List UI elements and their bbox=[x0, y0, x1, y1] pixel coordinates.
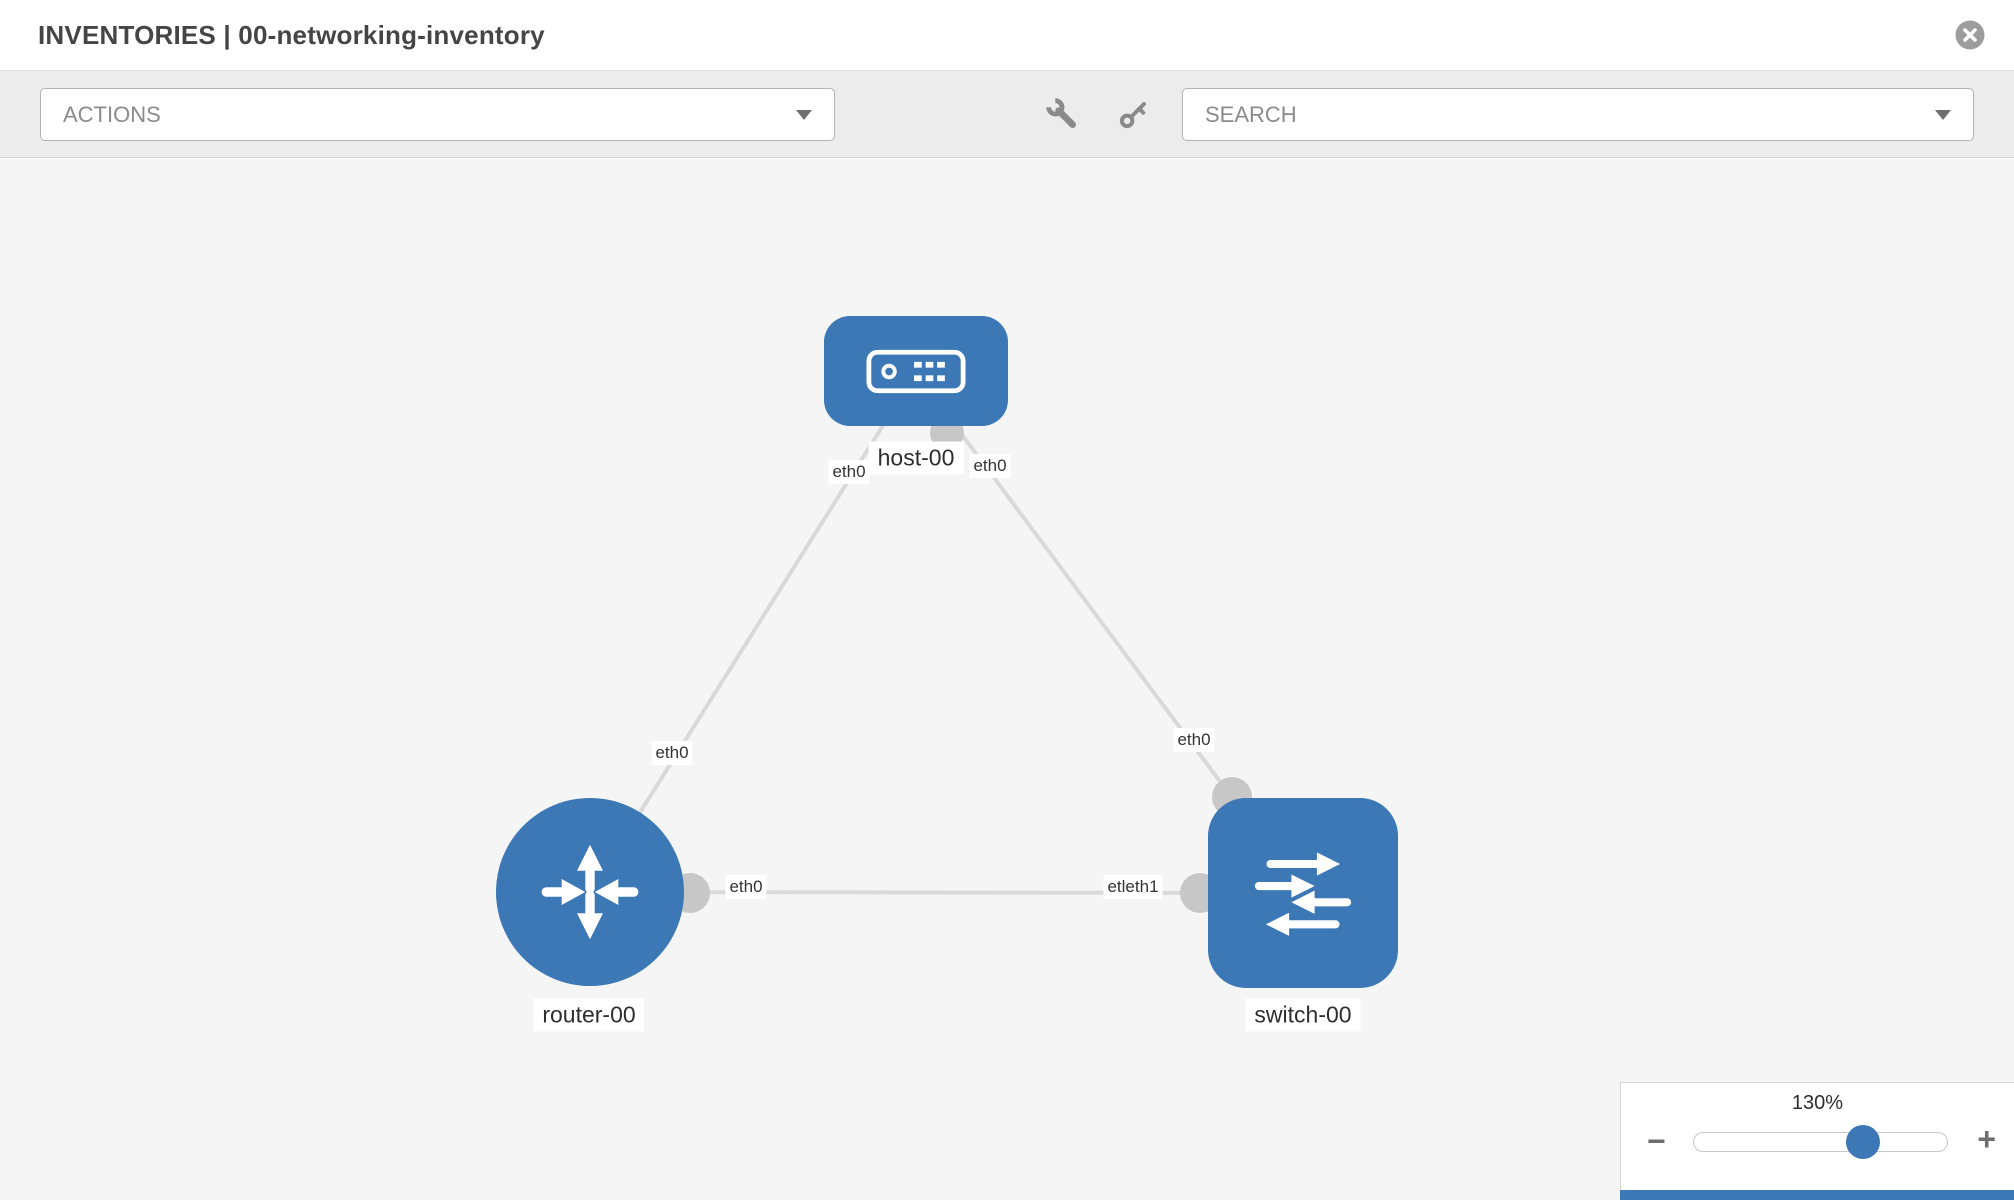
configure-tools-button[interactable] bbox=[1044, 96, 1080, 133]
topology-links bbox=[588, 371, 1305, 913]
zoom-level-text: 130% bbox=[1791, 1092, 1844, 1114]
iface-label-switch-eth0-up: eth0 bbox=[1173, 728, 1215, 752]
zoom-out-button[interactable]: − bbox=[1647, 1123, 1666, 1159]
zoom-slider-handle[interactable] bbox=[1846, 1125, 1880, 1159]
credentials-key-button[interactable] bbox=[1116, 97, 1152, 133]
actions-dropdown[interactable]: ACTIONS bbox=[40, 88, 835, 141]
iface-label-switch-eth1-side: etleth1 bbox=[1103, 875, 1163, 899]
actions-dropdown-label: ACTIONS bbox=[63, 101, 161, 127]
host-icon bbox=[866, 349, 966, 393]
close-icon bbox=[1955, 20, 1985, 50]
node-label-router: router-00 bbox=[533, 998, 645, 1032]
topology-canvas[interactable]: host-00 router-00 switch-00 eth0 eth0 et… bbox=[0, 159, 2014, 1200]
zoom-panel: 130% − + bbox=[1620, 1082, 2014, 1200]
page-title: INVENTORIES | 00-networking-inventory bbox=[38, 19, 545, 50]
header: INVENTORIES | 00-networking-inventory bbox=[0, 0, 2014, 70]
iface-label-router-eth0-side: eth0 bbox=[725, 875, 767, 899]
chevron-down-icon bbox=[1935, 109, 1951, 120]
switch-icon bbox=[1254, 852, 1352, 936]
iface-label-host-eth0-right: eth0 bbox=[969, 454, 1011, 478]
chevron-down-icon bbox=[796, 109, 812, 120]
iface-label-router-eth0-up: eth0 bbox=[651, 741, 693, 765]
node-router-00[interactable] bbox=[496, 798, 684, 986]
zoom-slider[interactable] bbox=[1693, 1125, 1948, 1159]
node-label-switch: switch-00 bbox=[1245, 998, 1361, 1032]
toolbar-tools bbox=[1044, 96, 1152, 133]
panel-bottom-edge bbox=[1620, 1190, 2014, 1200]
zoom-in-button[interactable]: + bbox=[1977, 1121, 1996, 1157]
search-dropdown[interactable]: SEARCH bbox=[1182, 88, 1974, 141]
node-switch-00[interactable] bbox=[1208, 798, 1398, 988]
close-button[interactable] bbox=[1954, 19, 1986, 51]
node-host-00[interactable] bbox=[824, 316, 1008, 426]
search-dropdown-label: SEARCH bbox=[1205, 101, 1297, 127]
interface-connector-dots bbox=[670, 416, 1252, 913]
router-icon bbox=[541, 844, 639, 940]
node-label-host: host-00 bbox=[868, 441, 964, 475]
key-icon bbox=[1119, 101, 1146, 128]
iface-label-host-eth0-left: eth0 bbox=[828, 460, 870, 484]
wrench-icon bbox=[1044, 96, 1076, 128]
toolbar: ACTIONS SEARCH bbox=[0, 70, 2014, 158]
